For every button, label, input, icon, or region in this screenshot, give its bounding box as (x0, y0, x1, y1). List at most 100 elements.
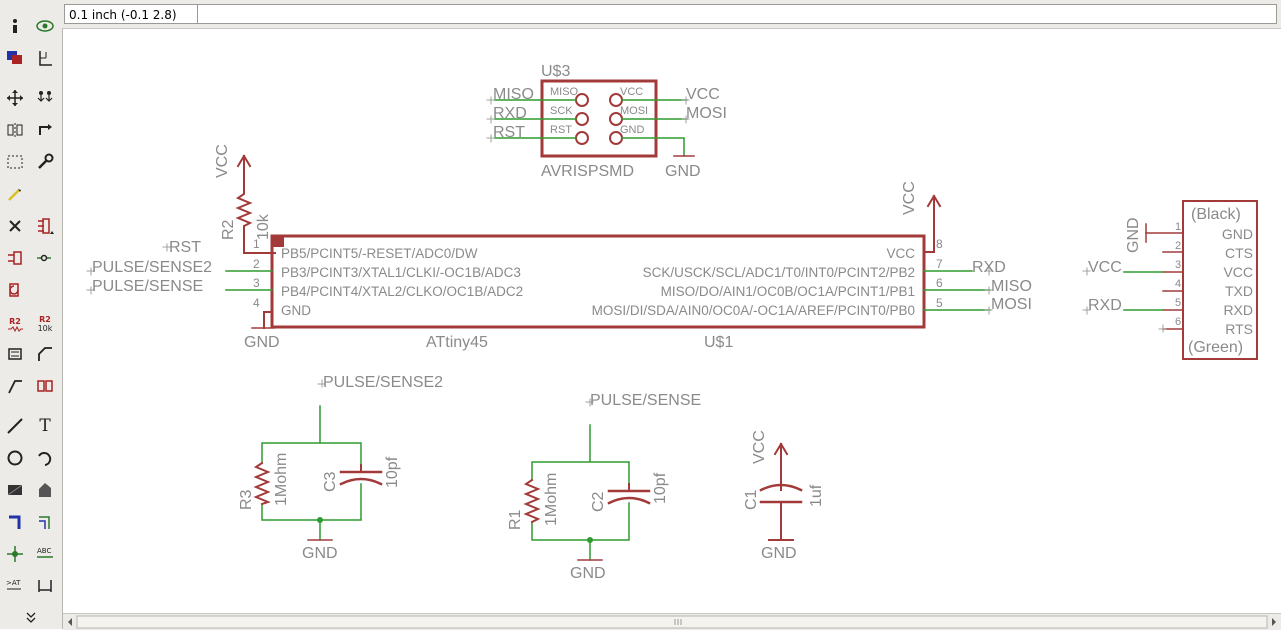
command-input[interactable] (197, 4, 1277, 24)
bus-icon[interactable] (3, 510, 27, 534)
sense-wires (531, 424, 630, 561)
u3-pin-label: MISO (550, 86, 579, 98)
smash-icon[interactable] (3, 342, 27, 366)
u1-pin-number: 6 (936, 276, 943, 290)
u1-gnd-pin (263, 311, 271, 329)
scroll-right-icon (1272, 618, 1276, 626)
u3-pin-label: VCC (620, 86, 643, 98)
c3-name-label: C3 (322, 471, 339, 492)
u3-gnd-wire (621, 137, 685, 157)
horizontal-scrollbar[interactable] (63, 613, 1281, 630)
r1-value-label: 1Mohm (543, 473, 560, 526)
r1-body (523, 478, 541, 524)
u1-pin-label: VCC (886, 246, 915, 261)
split-icon[interactable] (3, 374, 27, 398)
name-icon[interactable]: R2 (3, 312, 27, 336)
c1-gnd-lead (768, 501, 794, 541)
polygon-icon[interactable] (33, 478, 57, 502)
rect-icon[interactable] (3, 478, 27, 502)
u1-value-label: ATtiny45 (426, 334, 488, 351)
u1-pin-number: 8 (936, 237, 943, 251)
ftdi-pin-number: 6 (1175, 316, 1181, 328)
copy-icon[interactable] (33, 86, 57, 110)
ftdi-bottom-label: (Green) (1188, 339, 1243, 356)
gnd-label: GND (302, 545, 338, 562)
net-label: MOSI (686, 105, 727, 122)
u3-pin-label: SCK (550, 105, 573, 117)
name-tool-glyph: R2 (9, 316, 21, 326)
move-icon[interactable] (3, 86, 27, 110)
u3-pad (575, 112, 589, 126)
group-icon[interactable] (3, 150, 27, 174)
u3-pin-label: GND (620, 124, 645, 136)
display-layers-icon[interactable] (3, 46, 27, 70)
ftdi-pin-label: RTS (1225, 321, 1253, 337)
net-label: RST (493, 124, 525, 141)
u1-pin-label: GND (281, 303, 311, 318)
r2-value-label: 10k (255, 213, 272, 240)
net-label: MISO (991, 278, 1032, 295)
show-icon[interactable] (33, 14, 57, 38)
arc-icon[interactable] (33, 446, 57, 470)
net-label: PULSE/SENSE2 (323, 374, 443, 391)
u3-right-wires (621, 99, 688, 120)
pinswap-icon[interactable] (3, 246, 27, 270)
dimension-icon[interactable] (33, 574, 57, 598)
ftdi-pin-number: 3 (1175, 259, 1181, 271)
info-icon[interactable] (3, 14, 27, 38)
coordinate-bar: 0.1 inch (-0.1 2.8) (62, 0, 1281, 29)
u1-pin1-marker (273, 237, 284, 247)
circle-icon[interactable] (3, 446, 27, 470)
rotate-icon[interactable] (33, 118, 57, 142)
part-sense2[interactable] (253, 405, 383, 541)
part-r2[interactable] (235, 154, 276, 254)
gnd-label: GND (244, 334, 280, 351)
ftdi-pin-label: CTS (1225, 245, 1253, 261)
gnd-label: GND (665, 163, 701, 180)
c3-value-label: 10pf (384, 456, 401, 488)
part-u1[interactable] (225, 194, 991, 329)
net-icon[interactable] (33, 510, 57, 534)
ftdi-gnd-label: GND (1125, 217, 1142, 253)
add-icon[interactable] (33, 214, 57, 238)
u3-name-label: U$3 (541, 63, 570, 80)
part-sense[interactable] (523, 424, 651, 561)
miter-icon[interactable] (33, 342, 57, 366)
junction-icon[interactable] (3, 542, 27, 566)
u1-vcc-pin (923, 197, 935, 253)
r2-name-label: R2 (220, 219, 237, 240)
net-label: RXD (493, 105, 527, 122)
c1-vcc-label: VCC (751, 430, 768, 464)
svg-text:>AT: >AT (6, 579, 21, 587)
mark-icon[interactable] (33, 46, 57, 70)
u3-pin-label: RST (550, 124, 572, 136)
schematic-canvas[interactable]: U$3 AVRISPSMD MISO SCK RST VCC MOSI GND … (63, 29, 1281, 613)
text-icon[interactable]: T (33, 414, 57, 438)
c1-value-label: 1uf (808, 484, 825, 507)
label-icon[interactable]: ABC (33, 542, 57, 566)
u1-pin-number: 1 (253, 237, 260, 251)
u1-pin-number: 4 (253, 296, 260, 310)
change-icon[interactable] (33, 150, 57, 174)
mirror-icon[interactable] (3, 118, 27, 142)
part-ftdi[interactable] (1123, 200, 1258, 360)
attribute-icon[interactable]: >AT (3, 574, 27, 598)
u1-pin-label: PB3/PCINT3/XTAL1/CLKI/-OC1B/ADC3 (281, 265, 521, 280)
delete-icon[interactable] (3, 214, 27, 238)
wire-icon[interactable] (3, 414, 27, 438)
more-tools-icon[interactable] (19, 608, 43, 626)
invoke-icon[interactable] (33, 374, 57, 398)
ftdi-pin-label: VCC (1223, 264, 1253, 280)
ftdi-pin-label: RXD (1223, 302, 1253, 318)
part-c1[interactable] (759, 442, 803, 541)
u1-vcc-label: VCC (901, 181, 918, 215)
gateswap-icon[interactable] (33, 246, 57, 270)
u3-pin-label: MOSI (620, 105, 648, 117)
part-u3[interactable] (494, 79, 695, 158)
ftdi-wires (1123, 271, 1164, 311)
r3-name-label: R3 (238, 489, 255, 510)
ftdi-pin-number: 4 (1175, 278, 1181, 290)
paste-icon[interactable] (3, 182, 27, 206)
replace-icon[interactable] (3, 278, 27, 302)
